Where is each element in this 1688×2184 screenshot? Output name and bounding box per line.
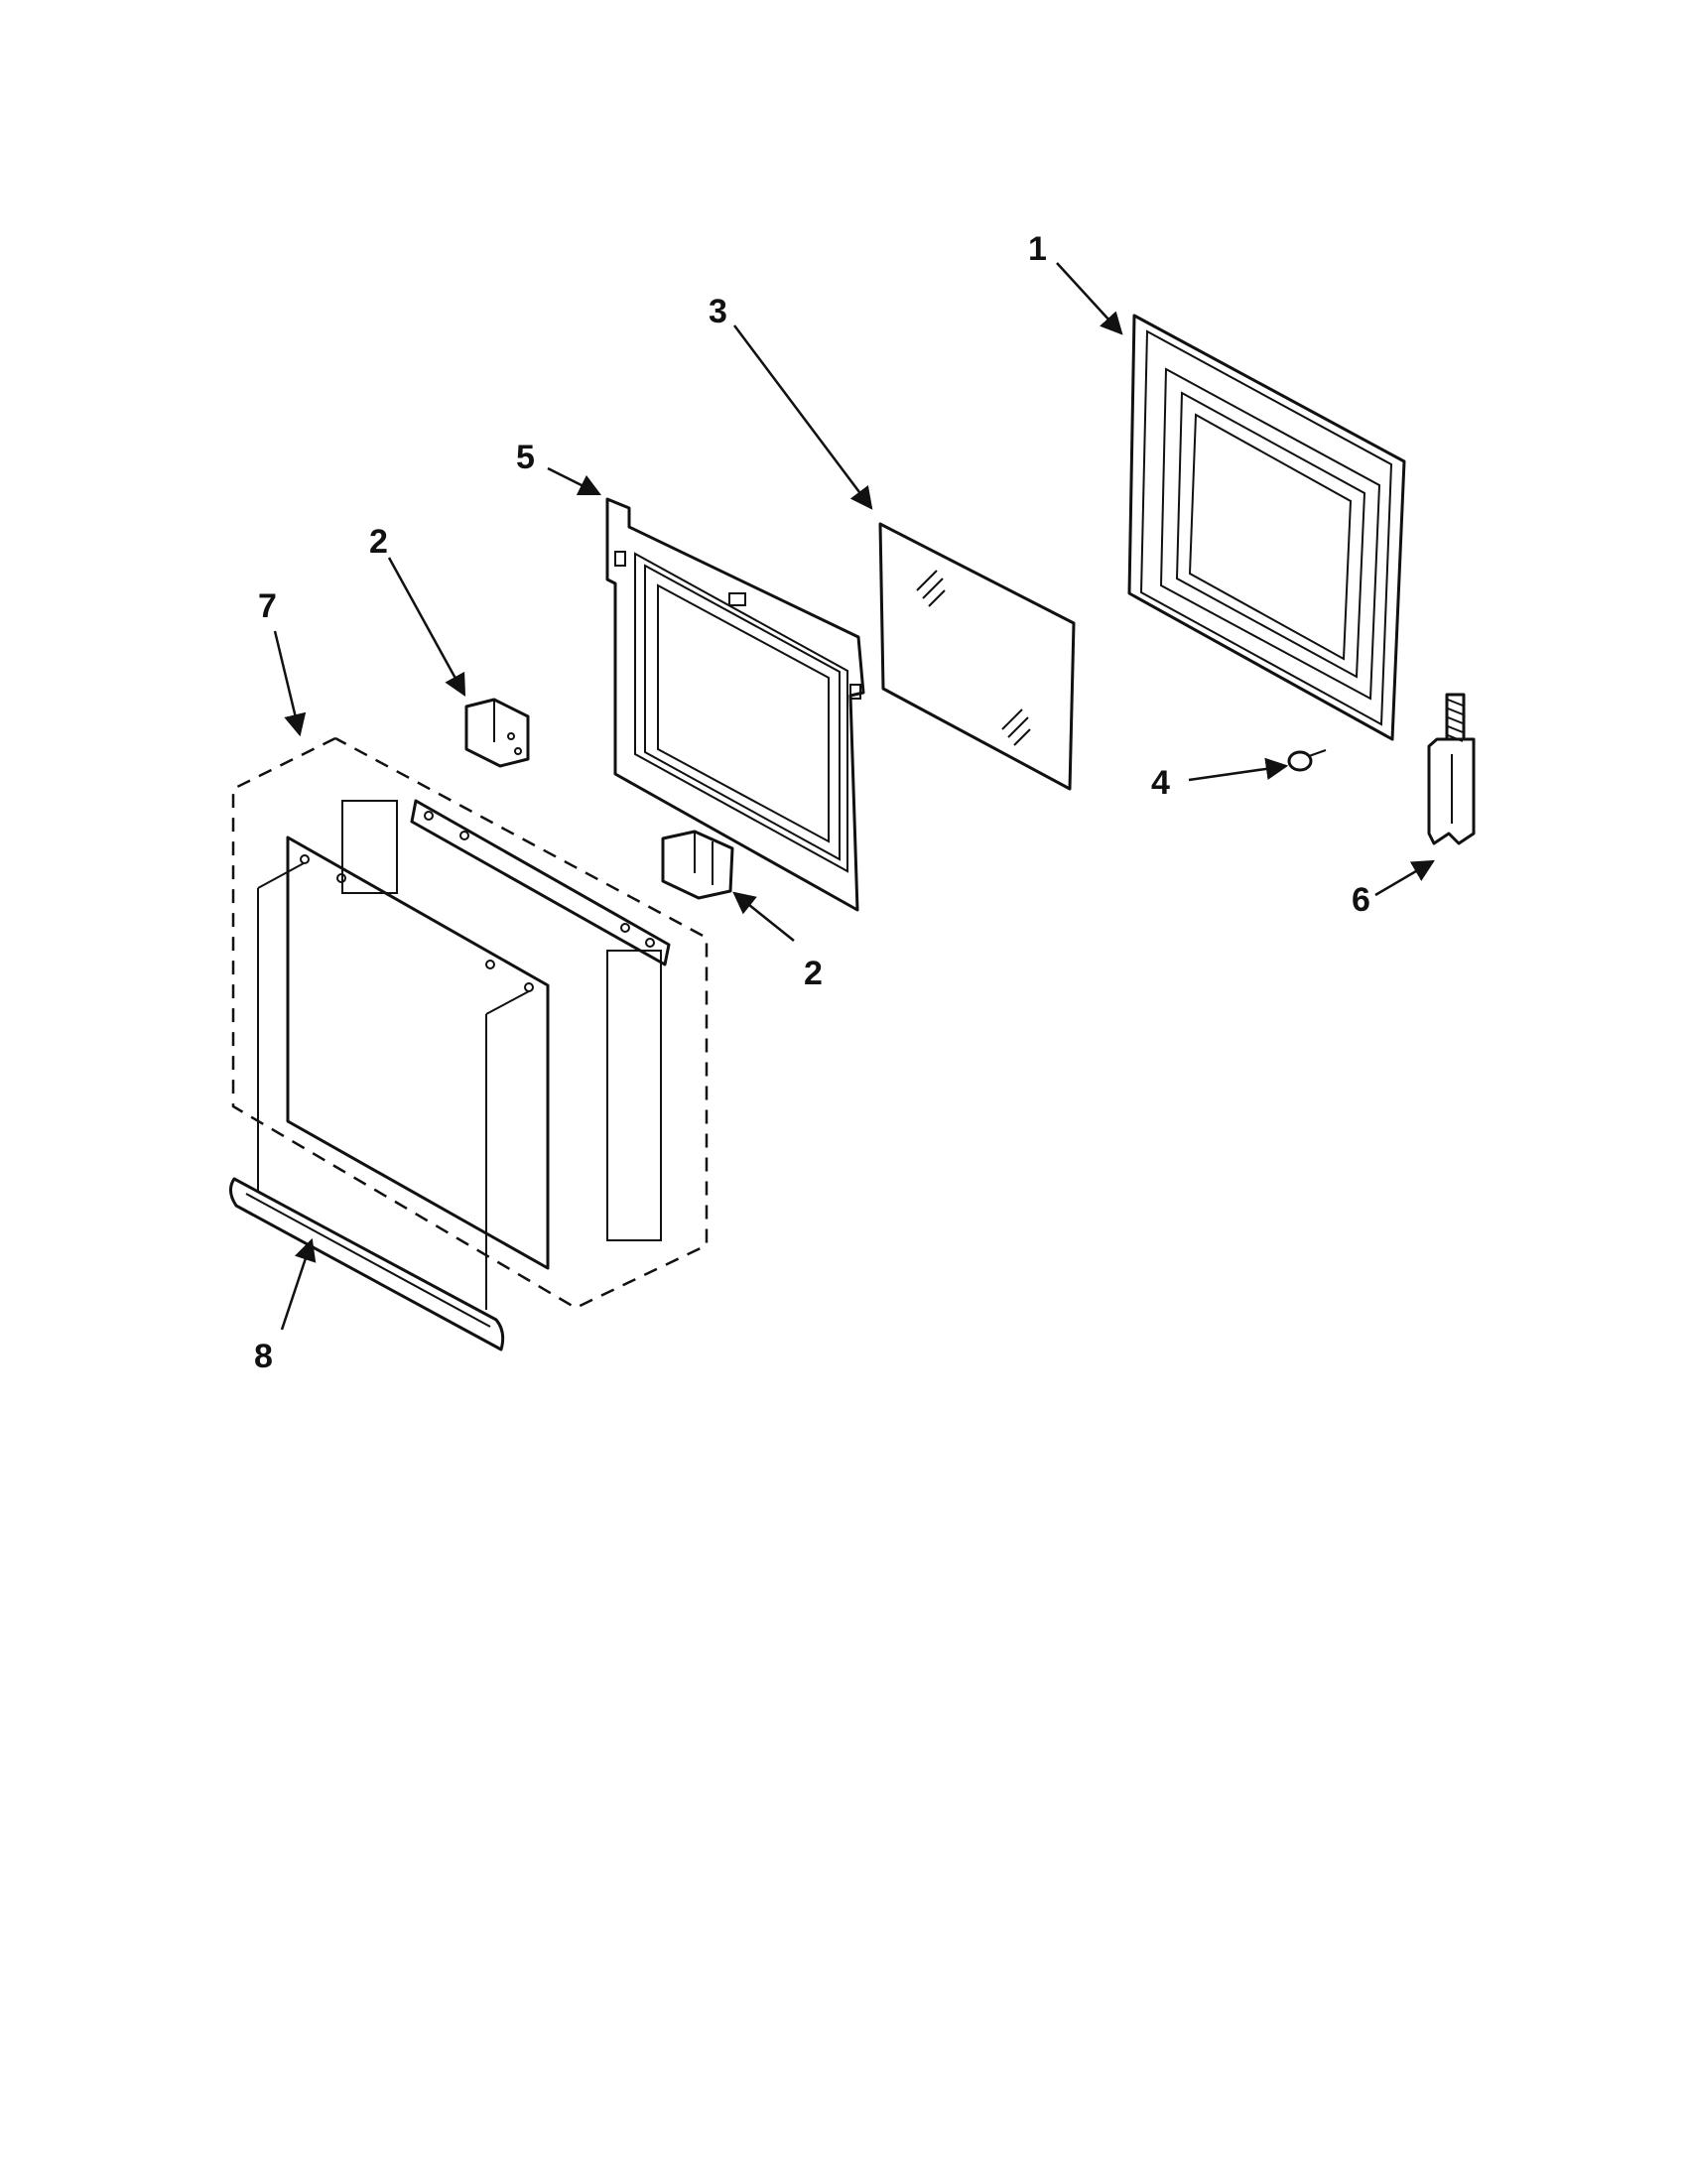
door-outer-panel[interactable]	[1127, 314, 1406, 741]
door-handle[interactable]	[229, 1177, 505, 1351]
callout-6: 6	[1352, 881, 1370, 919]
callout-8: 8	[254, 1338, 273, 1375]
callout-3: 3	[709, 293, 727, 330]
callout-5: 5	[516, 439, 535, 476]
callout-2-upper: 2	[369, 523, 388, 561]
hinge-receptacle-upper[interactable]	[464, 698, 530, 768]
callout-4: 4	[1151, 764, 1170, 802]
leader-lines	[273, 262, 1435, 1331]
callout-labels: 1 3 5 2 7 4 6 2 8	[254, 230, 1370, 1375]
callout-2-lower: 2	[804, 955, 823, 992]
door-liner-frame[interactable]	[605, 497, 865, 912]
door-hinge[interactable]	[1427, 693, 1476, 845]
hinge-receptacle-lower[interactable]	[661, 830, 734, 900]
callout-1: 1	[1028, 230, 1047, 268]
door-bumper[interactable]	[1287, 749, 1327, 772]
door-glass[interactable]	[878, 522, 1076, 791]
callout-7: 7	[258, 587, 277, 625]
door-front-assembly[interactable]	[231, 736, 709, 1310]
